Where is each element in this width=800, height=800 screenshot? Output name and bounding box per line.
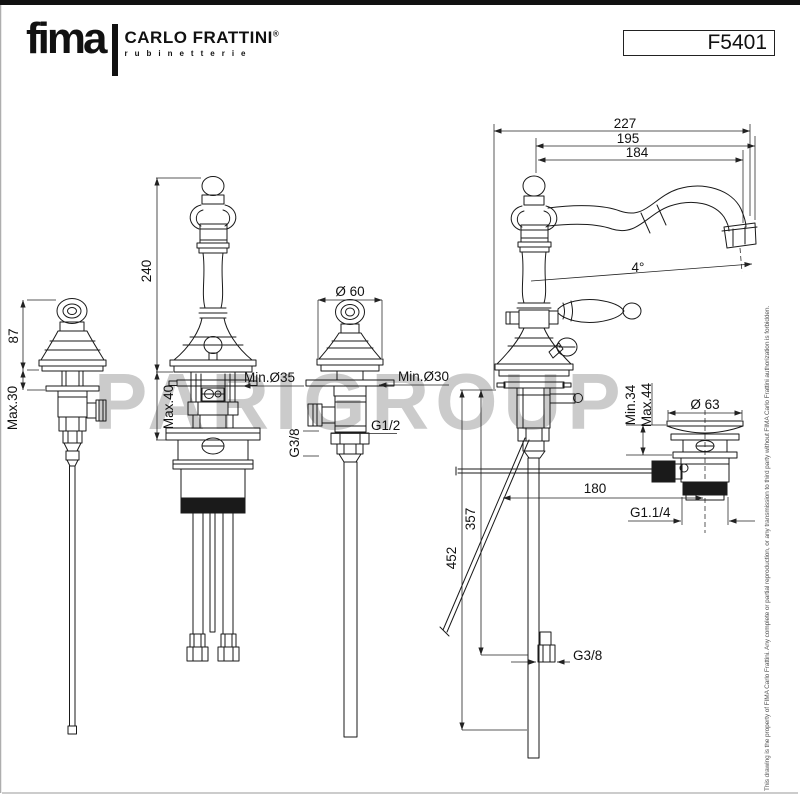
dim-fig4-drain-thread: G1.1/4 (630, 505, 671, 520)
logo-right-block: CARLO FRATTINI® rubinetterie (124, 22, 279, 58)
dim-fig3-hole: Min.Ø30 (398, 369, 449, 384)
dim-fig4-drain-offset: 180 (584, 481, 607, 496)
figure-spout-front: 240 Max.40 Min.Ø35 (139, 176, 304, 662)
top-black-bar (0, 0, 800, 5)
dim-fig2-deck: Max.40 (161, 385, 176, 429)
dim-fig4-angle: 4° (632, 260, 645, 275)
dim-fig2-hole: Min.Ø35 (244, 370, 295, 385)
dim-fig2-height: 240 (139, 260, 154, 283)
logo-divider-bar (112, 24, 119, 76)
figure-side-valve: 87 Max.30 (5, 298, 107, 735)
logo-brand-text: fima (26, 14, 108, 63)
dim-fig3-inlet: G3/8 (287, 428, 302, 457)
dim-fig4-hose-length: 452 (444, 547, 459, 570)
model-code-box: F5401 (623, 30, 775, 56)
dim-fig1-deck: Max.30 (5, 386, 20, 430)
logo-company-name-text: CARLO FRATTINI (124, 28, 273, 47)
model-code: F5401 (707, 31, 767, 54)
dim-fig4-popup-max: Max.44 (639, 382, 654, 427)
disclaimer-text: This drawing is the property of FIMA Car… (764, 305, 771, 791)
figure-valve-front: Ø 60 G1/2 Min.Ø30 (287, 284, 449, 738)
logo-tagline: rubinetterie (124, 49, 253, 58)
registered-mark: ® (272, 29, 280, 39)
dim-fig4-rod-length: 357 (463, 508, 478, 531)
dim-fig4-reach-total: 227 (614, 116, 637, 131)
dim-fig4-reach-spout: 184 (626, 145, 649, 160)
dim-fig3-diameter: Ø 60 (335, 284, 364, 299)
dim-fig1-height: 87 (6, 328, 21, 343)
logo-company-name: CARLO FRATTINI® (124, 28, 279, 48)
dim-fig4-drain-diameter: Ø 63 (690, 397, 719, 412)
figure-faucet-side: 227 195 184 4° (439, 116, 758, 759)
dim-fig3-outlet: G1/2 (371, 418, 400, 433)
fima-logo: fima CARLO FRATTINI® rubinetterie (26, 14, 279, 76)
dim-fig4-reach-mid: 195 (617, 131, 640, 146)
dim-fig4-inlet: G3/8 (573, 648, 602, 663)
dim-fig4-popup-min: Min.34 (623, 384, 638, 425)
